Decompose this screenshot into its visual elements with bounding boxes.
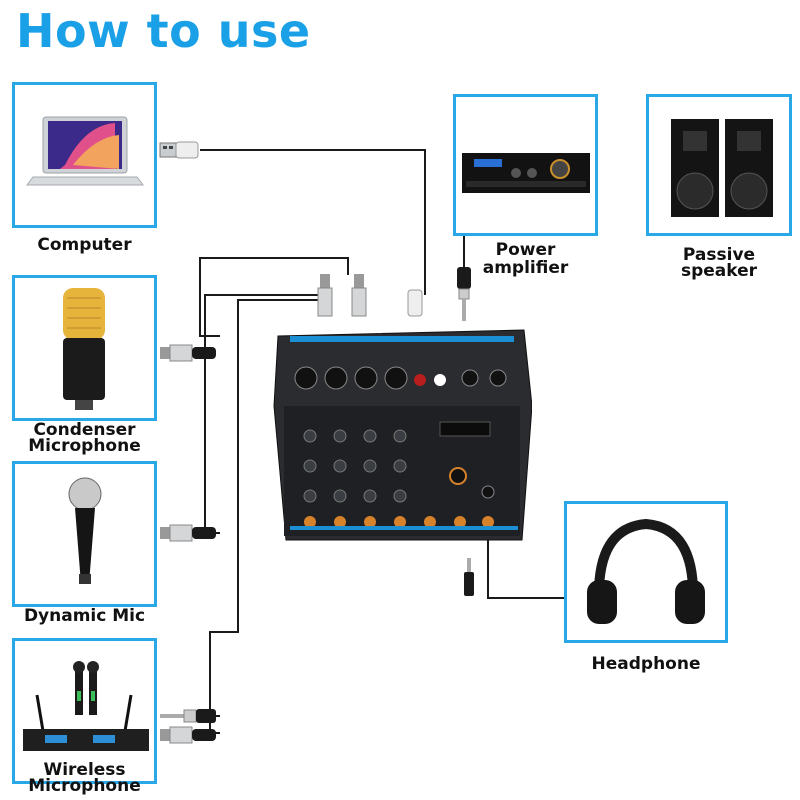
wireless-mic-box xyxy=(12,638,157,784)
xlr-plug-icon xyxy=(160,524,216,542)
dynamic-mic-icon xyxy=(68,477,102,584)
condenser-mic-icon xyxy=(63,288,105,410)
wireless-label-1: Wireless xyxy=(43,760,126,780)
power-amplifier-label-2: amplifier xyxy=(482,258,569,278)
computer-box xyxy=(12,82,157,228)
mixer-cable-plugs xyxy=(317,274,423,317)
amplifier-icon xyxy=(462,153,590,193)
condenser-label-2: Microphone xyxy=(28,436,141,456)
xlr-plug-icon xyxy=(160,344,216,362)
wireless-receiver-icon xyxy=(23,661,149,751)
usb-plug-icon xyxy=(159,141,199,159)
condenser-mic-box xyxy=(12,275,157,421)
computer-label: Computer xyxy=(37,235,132,255)
page-title: How to use xyxy=(16,4,311,58)
xlr-plug-icon xyxy=(160,726,216,744)
wireless-label-2: Microphone xyxy=(28,776,141,796)
condenser-label-1: Condenser xyxy=(33,420,136,440)
audio-mixer-icon xyxy=(273,329,532,541)
power-amplifier-box xyxy=(453,94,598,236)
passive-speaker-label-1: Passive xyxy=(682,245,756,265)
headphone-label: Headphone xyxy=(591,654,701,674)
headphone-icon xyxy=(587,518,705,624)
dynamic-mic-label: Dynamic Mic xyxy=(23,606,146,626)
dynamic-mic-box xyxy=(12,461,157,607)
power-amplifier-label-1: Power xyxy=(495,240,556,260)
jack-plug-icon xyxy=(457,267,471,321)
passive-speaker-box xyxy=(646,94,792,236)
laptop-icon xyxy=(26,116,144,186)
jack-plug-icon xyxy=(464,558,474,596)
speaker-icon xyxy=(671,119,773,217)
headphone-box xyxy=(564,501,728,643)
passive-speaker-label-2: speaker xyxy=(680,261,758,281)
jack-plug-icon xyxy=(160,709,216,723)
